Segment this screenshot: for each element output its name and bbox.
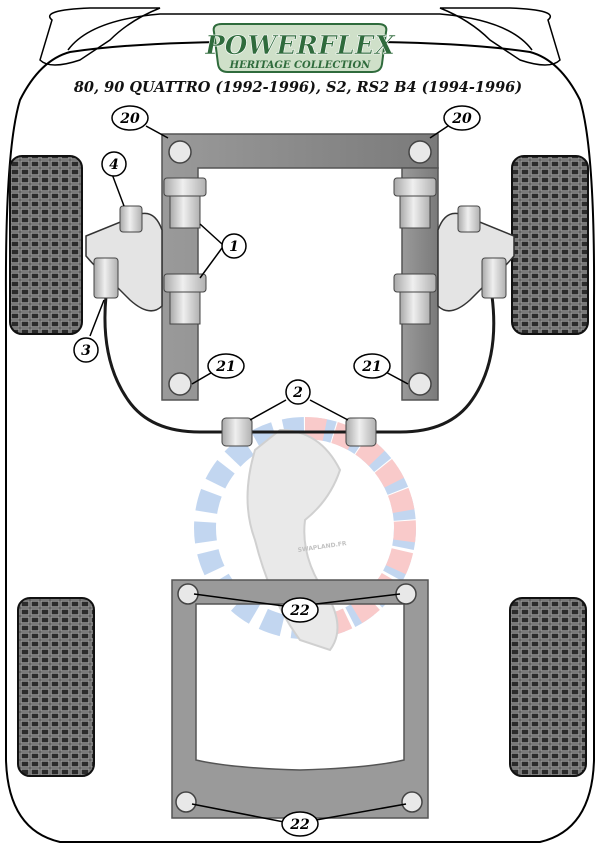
callout-label: 4: [109, 157, 119, 173]
callout-20-left: 20: [111, 105, 149, 131]
callout-21-left: 21: [207, 353, 245, 379]
callout-21-right: 21: [353, 353, 391, 379]
tyre-front-left: [9, 155, 83, 335]
logo-subtitle: HERITAGE COLLECTION: [229, 60, 371, 71]
subframe-mount-rr: [408, 372, 432, 396]
rear-subframe: [171, 579, 429, 819]
tyre-front-right: [511, 155, 589, 335]
callout-label: 20: [119, 111, 140, 127]
callout-4: 4: [101, 151, 127, 177]
subframe-mount-rl: [168, 372, 192, 396]
callout-label: 1: [229, 239, 239, 255]
logo-brand: POWERFLEX: [204, 31, 396, 61]
rear-mount-rl: [175, 791, 197, 813]
wishbones: [85, 212, 515, 312]
powerflex-logo: POWERFLEX HERITAGE COLLECTION: [204, 23, 397, 73]
rear-mount-rr: [401, 791, 423, 813]
page-title: 80, 90 QUATTRO (1992-1996), S2, RS2 B4 (…: [74, 79, 522, 96]
anti-roll-bar: [103, 295, 496, 434]
callout-label: 3: [81, 343, 91, 359]
callout-label: 22: [289, 817, 310, 833]
subframe-mount-fr: [408, 140, 432, 164]
front-subframe: [161, 133, 439, 401]
callout-label: 21: [215, 359, 235, 375]
callout-22-lower: 22: [281, 811, 319, 837]
callout-2: 2: [285, 379, 311, 405]
callout-label: 22: [289, 603, 310, 619]
tyres: [9, 155, 589, 777]
anti-roll-bar-bushes: [221, 417, 377, 447]
wishbone-bushes: [163, 177, 437, 325]
outer-bushes: [93, 205, 507, 299]
callout-22-upper: 22: [281, 597, 319, 623]
subframe-mount-fl: [168, 140, 192, 164]
callout-label: 21: [361, 359, 381, 375]
tyre-rear-left: [17, 597, 95, 777]
leader-lines: [89, 125, 449, 823]
callout-1: 1: [221, 233, 247, 259]
tyre-rear-right: [509, 597, 587, 777]
callout-label: 20: [451, 111, 472, 127]
callout-3: 3: [73, 337, 99, 363]
callout-label: 2: [292, 385, 303, 401]
callout-20-right: 20: [443, 105, 481, 131]
